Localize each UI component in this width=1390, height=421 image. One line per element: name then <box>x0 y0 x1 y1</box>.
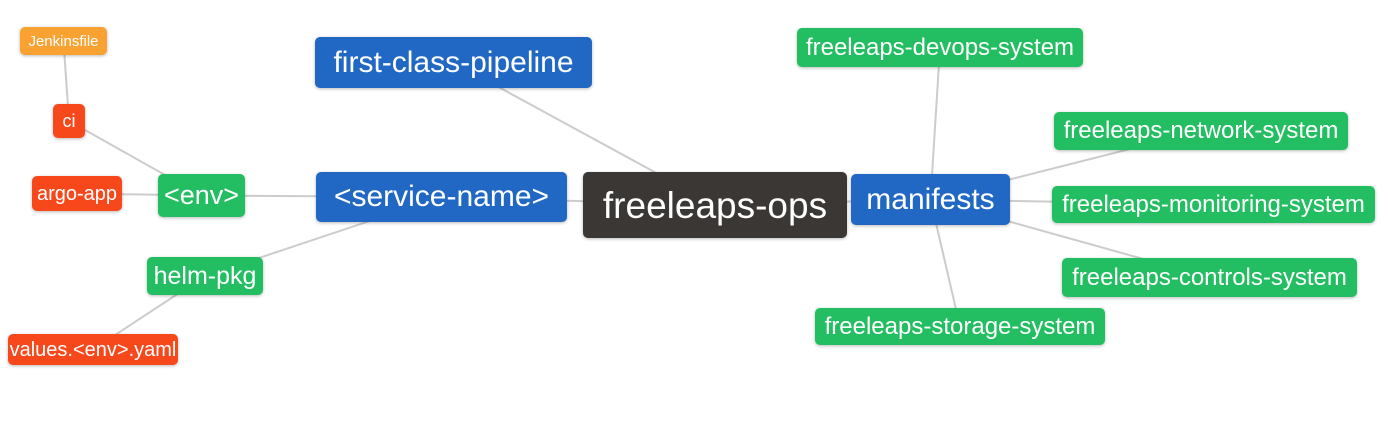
node-service-name[interactable]: <service-name> <box>316 172 567 222</box>
node-jenkinsfile[interactable]: Jenkinsfile <box>20 27 107 55</box>
node-helm-pkg[interactable]: helm-pkg <box>147 257 263 295</box>
node-manifests[interactable]: manifests <box>851 174 1010 225</box>
node-ci[interactable]: ci <box>53 104 85 138</box>
node-devops-system[interactable]: freeleaps-devops-system <box>797 28 1083 67</box>
node-monitoring-system[interactable]: freeleaps-monitoring-system <box>1052 186 1375 223</box>
node-storage-system[interactable]: freeleaps-storage-system <box>815 308 1105 345</box>
node-values-env-yaml[interactable]: values.<env>.yaml <box>8 334 178 365</box>
node-first-class-pipeline[interactable]: first-class-pipeline <box>315 37 592 88</box>
node-network-system[interactable]: freeleaps-network-system <box>1054 112 1348 150</box>
node-env[interactable]: <env> <box>158 174 245 217</box>
node-freeleaps-ops[interactable]: freeleaps-ops <box>583 172 847 238</box>
node-controls-system[interactable]: freeleaps-controls-system <box>1062 258 1357 297</box>
node-argo-app[interactable]: argo-app <box>32 176 122 211</box>
